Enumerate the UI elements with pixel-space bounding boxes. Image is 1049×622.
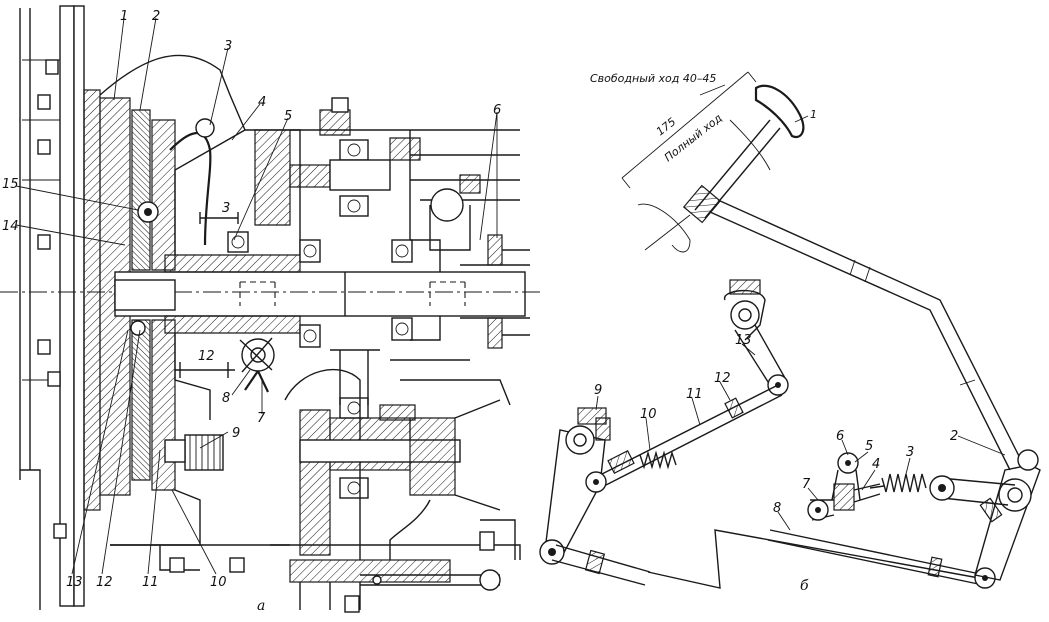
callout-b-3: 3 bbox=[906, 445, 914, 460]
callout-a-12: 12 bbox=[96, 575, 113, 590]
caption-a: а bbox=[257, 598, 265, 614]
spring-10 bbox=[639, 450, 677, 470]
figure-a-clutch-section: 1 2 3 4 5 6 15 14 13 12 11 10 9 8 7 12 3… bbox=[0, 5, 540, 614]
rod-11 bbox=[599, 384, 783, 486]
callout-a-8: 8 bbox=[222, 391, 230, 406]
callout-b-9: 9 bbox=[594, 383, 602, 398]
callout-b-10: 10 bbox=[640, 407, 657, 422]
callout-b-13: 13 bbox=[735, 333, 752, 348]
callout-a-4: 4 bbox=[258, 95, 266, 110]
housing-bolts bbox=[37, 59, 67, 539]
callout-b-6: 6 bbox=[836, 429, 844, 444]
callout-a-1: 1 bbox=[120, 9, 128, 24]
callout-b-4: 4 bbox=[872, 457, 880, 472]
callout-a-6: 6 bbox=[493, 103, 501, 118]
spring-3 bbox=[869, 473, 927, 493]
dimension-a-12: 12 bbox=[198, 349, 215, 364]
callout-b-7: 7 bbox=[802, 477, 811, 492]
dimension-a-3: 3 bbox=[222, 201, 230, 216]
callout-a-7: 7 bbox=[257, 411, 266, 426]
full-travel-dimension: 175 bbox=[654, 115, 679, 138]
rod-8 bbox=[767, 529, 996, 589]
free-play-label: Свободный ход 40–45 bbox=[590, 72, 716, 85]
bearings bbox=[227, 139, 413, 499]
caption-b: б bbox=[800, 578, 809, 594]
lower-gear-assembly bbox=[270, 349, 521, 613]
callout-a-9: 9 bbox=[232, 426, 240, 441]
callout-b-1: 1 bbox=[810, 108, 817, 121]
bell-crank-9 bbox=[539, 407, 611, 565]
callout-b-12: 12 bbox=[714, 371, 731, 386]
callout-a-2: 2 bbox=[152, 9, 160, 24]
right-lever bbox=[929, 449, 1041, 581]
main-shaft bbox=[0, 271, 540, 317]
callout-a-15: 15 bbox=[2, 177, 19, 192]
pedal-rod bbox=[709, 199, 1023, 471]
callout-b-5: 5 bbox=[865, 439, 873, 454]
callout-b-2: 2 bbox=[950, 429, 958, 444]
callout-b-11: 11 bbox=[686, 387, 703, 402]
figure-a-leaders bbox=[15, 17, 498, 575]
callout-b-8: 8 bbox=[773, 501, 781, 516]
figure-b-leaders bbox=[595, 115, 1006, 531]
adjuster-bracket bbox=[807, 452, 881, 521]
pedal bbox=[637, 84, 805, 253]
figure-b-pedal-linkage: Свободный ход 40–45 175 Полный ход bbox=[539, 71, 1041, 594]
callout-a-14: 14 bbox=[2, 219, 19, 234]
callout-a-11: 11 bbox=[142, 575, 159, 590]
callout-a-5: 5 bbox=[284, 109, 292, 124]
pressure-spring bbox=[164, 434, 224, 471]
callout-a-10: 10 bbox=[210, 575, 227, 590]
callout-a-3: 3 bbox=[224, 39, 232, 54]
callout-a-13: 13 bbox=[66, 575, 83, 590]
